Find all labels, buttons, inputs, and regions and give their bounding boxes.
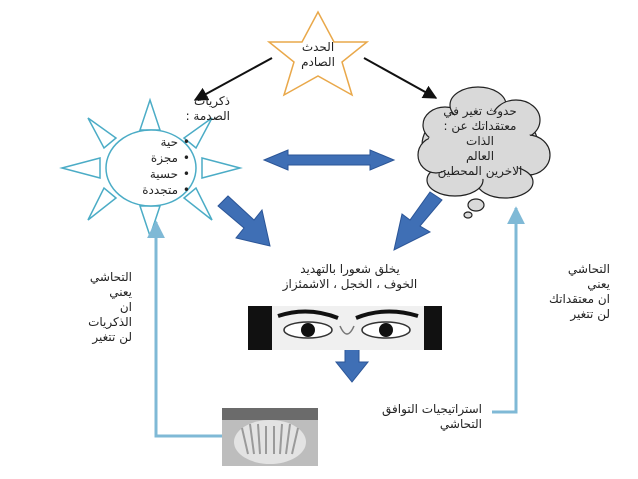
arrow-beliefs-to-feeling [393, 191, 443, 251]
left-avoidance-text: التحاشي يعني ان الذكريات لن تتغير [66, 270, 132, 345]
left-line-2: يعني [109, 285, 132, 299]
star-line-1: الحدث [301, 40, 335, 54]
arrow-memories-to-feeling [217, 195, 271, 247]
cloud-line-1: حدوث تغير في [443, 104, 517, 118]
memories-title: ذكريات الصدمة : [160, 94, 230, 124]
right-line-1: التحاشي [567, 262, 610, 276]
list-item: حسية [120, 166, 190, 182]
coping-line-1: استراتيجيات التوافق [382, 402, 482, 416]
feeling-label: يخلق شعورا بالتهديد الخوف ، الخجل ، الاش… [270, 262, 430, 292]
cloud-label: حدوث تغير في معتقداتك عن : الذات العالم … [425, 104, 535, 179]
list-item: حية [120, 134, 190, 150]
right-line-3: ان معتقداتك [549, 292, 610, 306]
feeling-line-1: يخلق شعورا بالتهديد [300, 262, 400, 276]
event-star [266, 10, 370, 97]
memories-line-2: الصدمة : [185, 109, 230, 123]
loop-to-memories [147, 220, 224, 438]
star-label: الحدث الصادم [288, 40, 348, 70]
loop-to-beliefs [492, 206, 525, 414]
star-line-2: الصادم [301, 55, 335, 69]
left-line-3: ان [119, 300, 132, 314]
coping-line-2: التحاشي [439, 417, 482, 431]
right-avoidance-text: التحاشي يعني ان معتقداتك لن تتغير [538, 262, 610, 322]
arrow-eyes-to-coping [334, 347, 370, 383]
double-arrow [262, 149, 396, 171]
cloud-line-3: الذات [466, 134, 494, 148]
cloud-line-4: العالم [465, 149, 495, 163]
right-line-2: يعني [587, 277, 610, 291]
cloud-line-5: الاخرين المحطين [437, 164, 523, 178]
hands-over-eyes-photo-icon [222, 408, 318, 466]
right-line-4: لن تتغير [570, 307, 610, 321]
hands-drawing [222, 408, 318, 466]
memories-line-1: ذكريات [194, 94, 230, 108]
feeling-line-2: الخوف ، الخجل ، الاشمئزاز [282, 277, 418, 291]
list-item: مجزة [120, 150, 190, 166]
left-line-1: التحاشي [89, 270, 132, 284]
arrow-star-to-memories [193, 57, 273, 101]
arrow-star-to-beliefs [363, 57, 438, 99]
list-item: متجددة [120, 182, 190, 198]
left-line-4: الذكريات [88, 315, 132, 329]
memories-list: حية مجزة حسية متجددة [120, 134, 190, 198]
left-line-5: لن تتغير [92, 330, 132, 344]
coping-text: استراتيجيات التوافق التحاشي [352, 402, 482, 432]
eyes-drawing [248, 306, 442, 350]
memories-list-wrap: حية مجزة حسية متجددة [120, 134, 190, 198]
beliefs-cloud [417, 86, 551, 219]
eyes-photo-icon [248, 306, 442, 350]
cloud-line-2: معتقداتك عن : [443, 119, 517, 133]
